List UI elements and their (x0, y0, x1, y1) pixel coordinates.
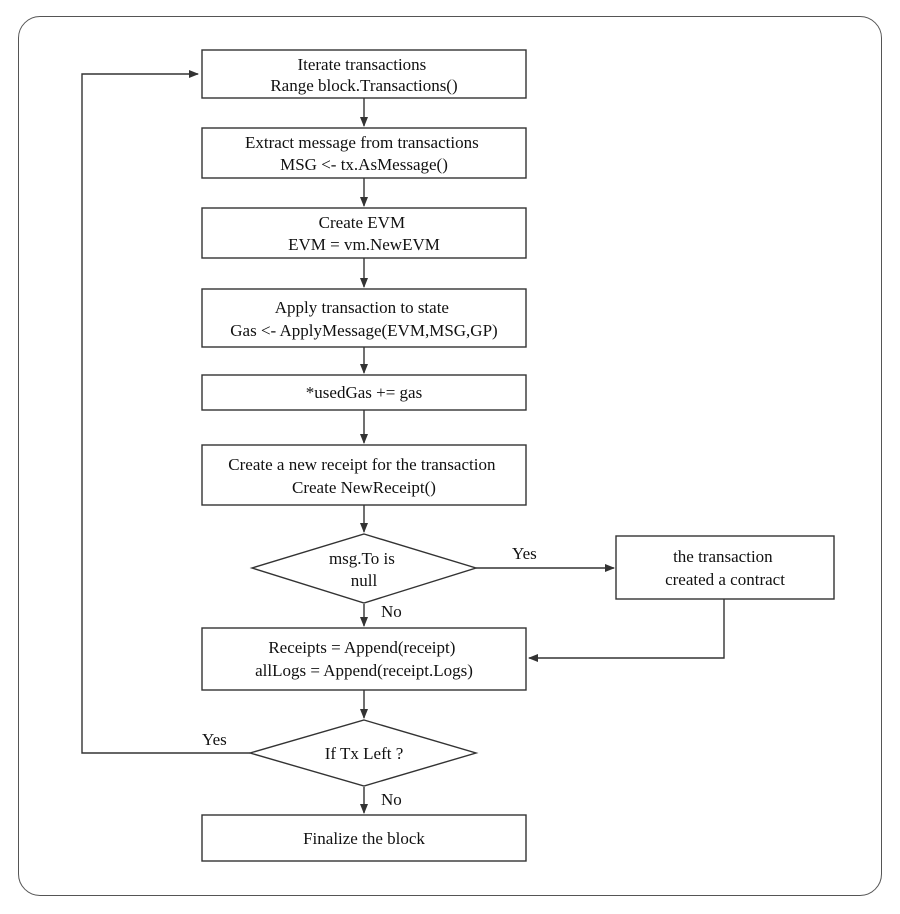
node-decision-null-text: msg.To is null (329, 549, 399, 590)
edge-decision-tx-left-loop (81, 70, 250, 754)
node-decision-null-shape (249, 533, 479, 604)
node-create-evm-line-2: EVM = vm.NewEVM (288, 235, 440, 254)
node-append-box (201, 627, 527, 691)
node-extract-text: Extract message from transactions MSG <-… (245, 133, 483, 174)
node-contract-text: the transaction created a contract (665, 547, 785, 589)
edge-label-tx-left-yes: Yes (202, 730, 227, 749)
node-apply-text: Apply transaction to state Gas <- ApplyM… (230, 298, 497, 340)
node-append-text: Receipts = Append(receipt) allLogs = App… (255, 638, 473, 680)
node-receipt-line-2: Create NewReceipt() (292, 478, 436, 497)
node-finalize-box (201, 814, 527, 862)
node-finalize-text: Finalize the block (303, 829, 425, 848)
node-append-line-2: allLogs = Append(receipt.Logs) (255, 661, 473, 680)
node-receipt-text: Create a new receipt for the transaction… (228, 455, 499, 497)
node-append-line-1: Receipts = Append(receipt) (268, 638, 455, 657)
node-extract-box (201, 127, 527, 179)
node-used-gas-text: *usedGas += gas (306, 383, 422, 402)
node-decision-null-line-2: null (351, 571, 378, 590)
node-decision-null-line-1: msg.To is (329, 549, 395, 568)
node-decision-tx-left-shape (247, 719, 479, 787)
diagram-frame (18, 16, 882, 896)
node-used-gas-box (201, 374, 527, 411)
node-create-evm-text: Create EVM EVM = vm.NewEVM (288, 213, 440, 254)
node-finalize-line-1: Finalize the block (303, 829, 425, 848)
edge-label-tx-left-no: No (381, 790, 402, 809)
node-create-evm-box (201, 207, 527, 259)
node-contract-line-2: created a contract (665, 570, 785, 589)
node-extract-line-1: Extract message from transactions (245, 133, 479, 152)
node-iterate-line-1: Iterate transactions (297, 55, 426, 74)
node-contract-box (615, 535, 835, 600)
node-apply-box (201, 288, 527, 348)
node-used-gas-line-1: *usedGas += gas (306, 383, 422, 402)
node-decision-tx-left-text: If Tx Left ? (325, 744, 404, 763)
node-apply-line-1: Apply transaction to state (275, 298, 449, 317)
node-iterate-line-2: Range block.Transactions() (270, 76, 457, 95)
node-create-evm-line-1: Create EVM (319, 213, 405, 232)
edge-contract-append (528, 599, 725, 662)
node-receipt-line-1: Create a new receipt for the transaction (228, 455, 496, 474)
node-contract-line-1: the transaction (673, 547, 773, 566)
node-iterate-box (201, 49, 527, 99)
node-apply-line-2: Gas <- ApplyMessage(EVM,MSG,GP) (230, 321, 497, 340)
node-decision-tx-left-line-1: If Tx Left ? (325, 744, 404, 763)
node-extract-line-2: MSG <- tx.AsMessage() (280, 155, 448, 174)
node-receipt-box (201, 444, 527, 506)
edge-label-null-yes: Yes (512, 544, 537, 563)
node-iterate-text: Iterate transactions Range block.Transac… (270, 55, 457, 95)
edge-label-null-no: No (381, 602, 402, 621)
